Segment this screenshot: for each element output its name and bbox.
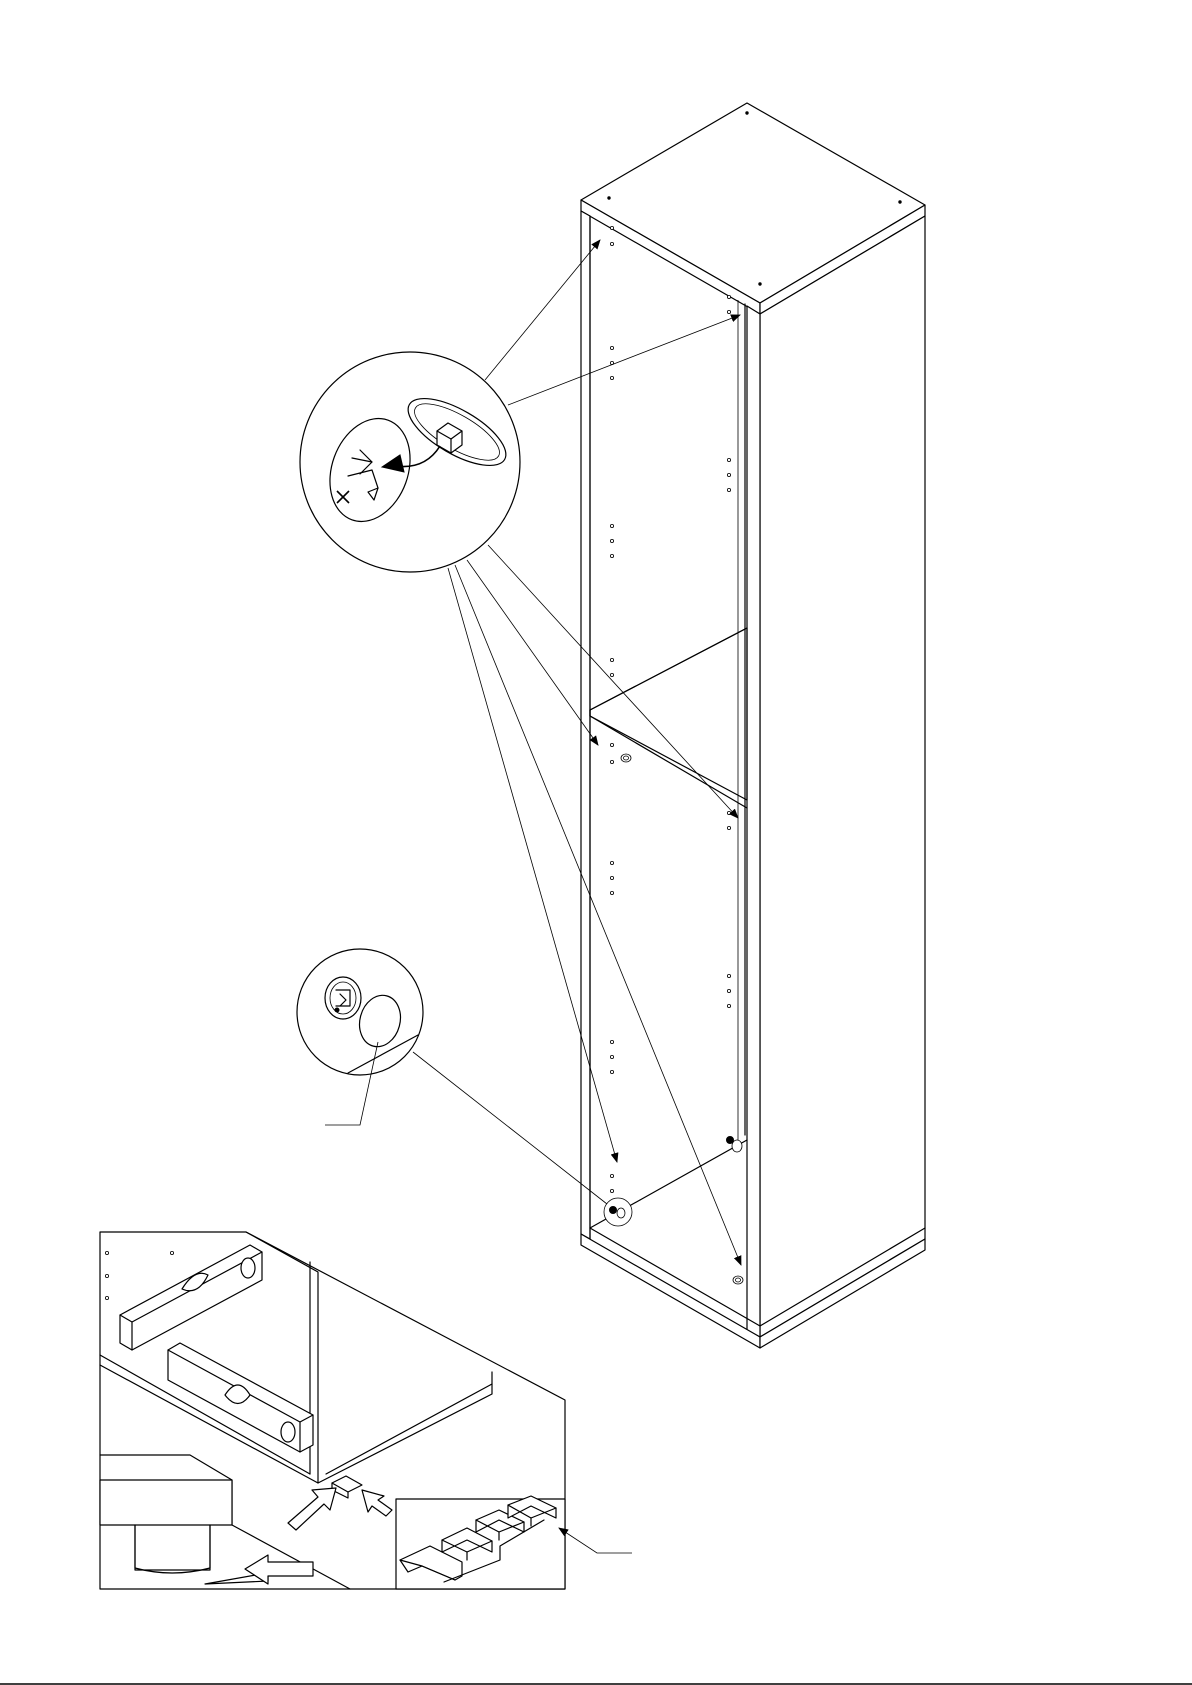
cam-lock-detail-callout — [297, 949, 423, 1125]
leveling-inset-panel — [100, 1232, 565, 1589]
tall-bookcase — [581, 103, 925, 1348]
cam-lock-symbol-icon — [325, 977, 361, 1019]
middle-shelf — [590, 628, 747, 800]
right-side-panel — [760, 216, 925, 1337]
shim-leader-line — [559, 1528, 632, 1553]
shelf-pin-detail-callout — [300, 352, 520, 572]
cam-lock-fittings — [604, 754, 743, 1284]
shim-pack-inset — [396, 1496, 565, 1589]
bottom-panel — [581, 1234, 760, 1348]
left-wall-holes — [610, 226, 613, 1192]
right-wall-holes — [727, 295, 730, 1007]
left-side-panel — [581, 211, 590, 1239]
